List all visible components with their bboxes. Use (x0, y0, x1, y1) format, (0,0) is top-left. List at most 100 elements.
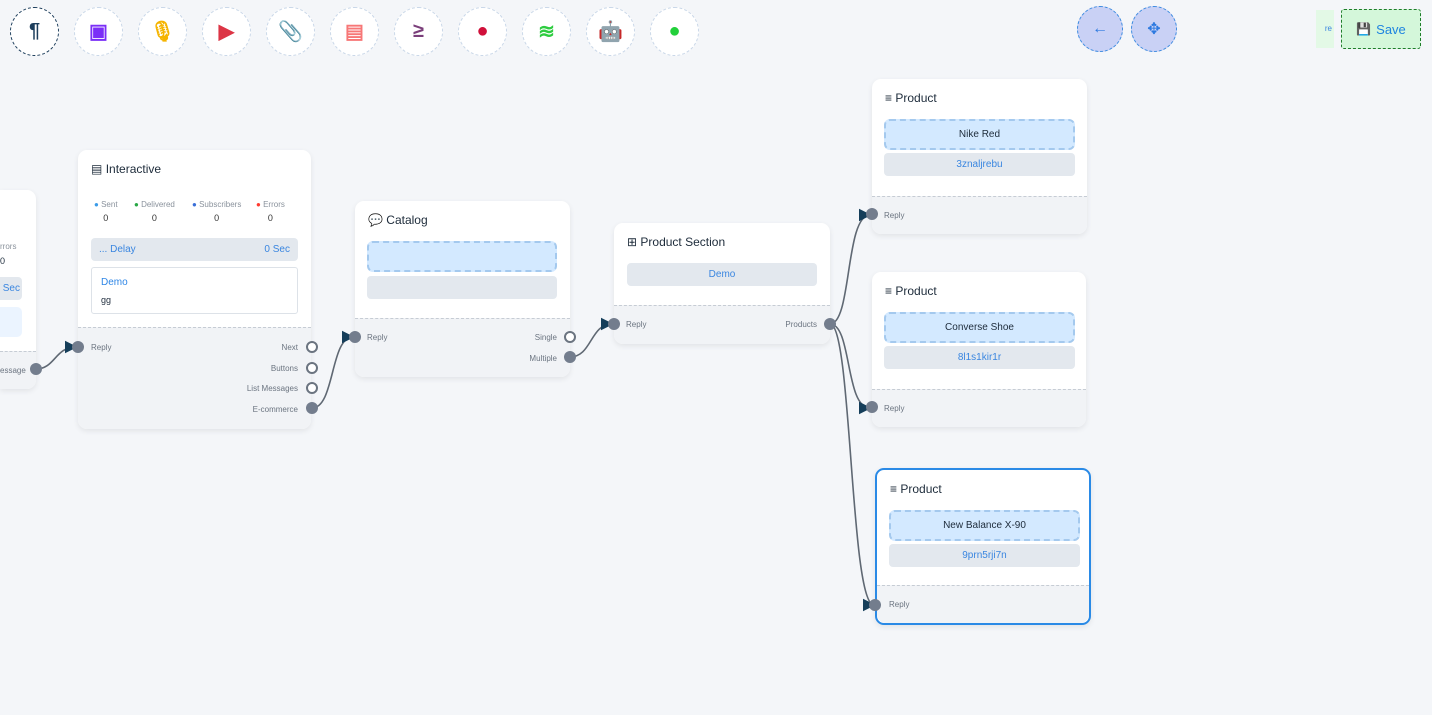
edge (829, 208, 872, 325)
product-node[interactable]: ≡ Product New Balance X-90 9prn5rji7n Re… (875, 468, 1091, 625)
stack-icon: ≋ (538, 21, 555, 43)
stat-value: 0 (151, 213, 157, 223)
product-node[interactable]: ≡ Product Converse Shoe 8l1s1kir1r Reply (872, 272, 1086, 427)
image-icon: ▣ (89, 21, 108, 43)
output-port-next[interactable] (306, 341, 318, 353)
product-section-node[interactable]: ⊞ Product Section Demo Reply Products (614, 223, 830, 344)
product-id-label: 8l1s1kir1r (957, 352, 1002, 363)
port-label: essage (0, 366, 26, 375)
product-name[interactable]: Nike Red (884, 119, 1075, 150)
output-port-ecommerce[interactable] (306, 402, 318, 414)
paperclip-icon: 📎 (278, 21, 303, 43)
tool-button[interactable]: ● (458, 7, 507, 56)
message-title: Demo (101, 277, 128, 288)
message-body: gg (101, 295, 112, 305)
stat-value: 0 (103, 213, 109, 223)
tool-button[interactable]: ▶ (202, 7, 251, 56)
section-name[interactable]: Demo (627, 263, 817, 286)
save-button[interactable]: 💾 Save (1341, 9, 1421, 49)
catalog-node[interactable]: 💬 Catalog Reply Single Multiple (355, 201, 570, 377)
catalog-id (367, 276, 557, 299)
output-port-products[interactable] (824, 318, 836, 330)
input-port[interactable] (72, 341, 84, 353)
save-icon: 💾 (1356, 22, 1372, 36)
menu-icon: ≡ (885, 284, 893, 298)
stat-icon: ● (134, 200, 139, 209)
collapse-button[interactable]: ✥ (1131, 6, 1177, 52)
tool-button[interactable]: ▤ (330, 7, 379, 56)
catalog-item[interactable] (367, 241, 557, 272)
tool-button[interactable]: ≋ (522, 7, 571, 56)
reply-label: Reply (884, 211, 905, 220)
edge (829, 323, 876, 612)
newspaper-icon: ▤ (91, 162, 103, 176)
product-name[interactable]: Converse Shoe (884, 312, 1075, 343)
output-port-single[interactable] (564, 331, 576, 343)
product-id-label: 3znaljrebu (956, 159, 1003, 170)
product-node[interactable]: ≡ Product Nike Red 3znaljrebu Reply (872, 79, 1087, 234)
tool-button[interactable]: ● (650, 7, 699, 56)
output-port-multiple[interactable] (564, 351, 576, 363)
delay-value: 0 Sec (264, 244, 290, 255)
product-id: 8l1s1kir1r (884, 346, 1075, 369)
product-id: 3znaljrebu (884, 153, 1075, 176)
stat-value: 0 (267, 213, 273, 223)
edge (829, 323, 872, 415)
product-id: 9prn5rji7n (889, 544, 1080, 567)
partial-node[interactable]: rrors 0 Sec essage (0, 190, 36, 389)
output-label: Multiple (529, 354, 557, 363)
reply-label: Reply (91, 343, 112, 352)
input-port[interactable] (866, 208, 878, 220)
stat-icon: ● (256, 200, 261, 209)
output-port-buttons[interactable] (306, 362, 318, 374)
stat-label: Subscribers (199, 200, 242, 209)
tool-button[interactable]: ¶ (10, 7, 59, 56)
message-card[interactable]: Demo gg (91, 267, 298, 314)
input-port[interactable] (349, 331, 361, 343)
tool-button[interactable]: ≥ (394, 7, 443, 56)
arrow-left-icon: ← (1092, 20, 1108, 37)
stat-value: 0 (214, 213, 220, 223)
node-footer: Reply (872, 389, 1086, 427)
tool-button[interactable]: 🎙 (138, 7, 187, 56)
tool-button[interactable]: 📎 (266, 7, 315, 56)
input-port[interactable] (608, 318, 620, 330)
stat-label: Sent (101, 200, 118, 209)
product-id-label: 9prn5rji7n (962, 550, 1007, 561)
drop-icon: ● (476, 20, 489, 42)
node-title: 💬 Catalog (368, 213, 428, 227)
reply-label: Reply (367, 333, 388, 342)
errors-label: rrors (0, 242, 17, 251)
output-label: Single (534, 333, 557, 342)
stat-sent: ● Sent 0 (94, 200, 118, 223)
section-name-label: Demo (708, 269, 736, 280)
output-label: Products (785, 320, 817, 329)
partial-button[interactable]: re (1316, 10, 1334, 48)
back-button[interactable]: ← (1077, 6, 1123, 52)
message-box (0, 307, 22, 337)
output-port-list-messages[interactable] (306, 382, 318, 394)
tool-button[interactable]: ▣ (74, 7, 123, 56)
product-name[interactable]: New Balance X-90 (889, 510, 1080, 541)
node-title: ⊞ Product Section (627, 235, 726, 249)
comment-icon: 💬 (368, 213, 383, 227)
output-label: Next (281, 343, 298, 352)
save-label: Save (1376, 21, 1406, 37)
input-port[interactable] (866, 401, 878, 413)
reply-label: Reply (884, 404, 905, 413)
robot-icon: 🤖 (598, 21, 623, 43)
node-title: ≡ Product (885, 91, 937, 105)
node-title: ≡ Product (885, 284, 937, 298)
stat-icon: ● (94, 200, 99, 209)
product-name-label: Nike Red (958, 129, 1001, 140)
output-port[interactable] (30, 363, 42, 375)
output-label: E-commerce (252, 405, 298, 414)
input-port[interactable] (869, 599, 881, 611)
tool-button[interactable]: 🤖 (586, 7, 635, 56)
edge (569, 317, 614, 358)
